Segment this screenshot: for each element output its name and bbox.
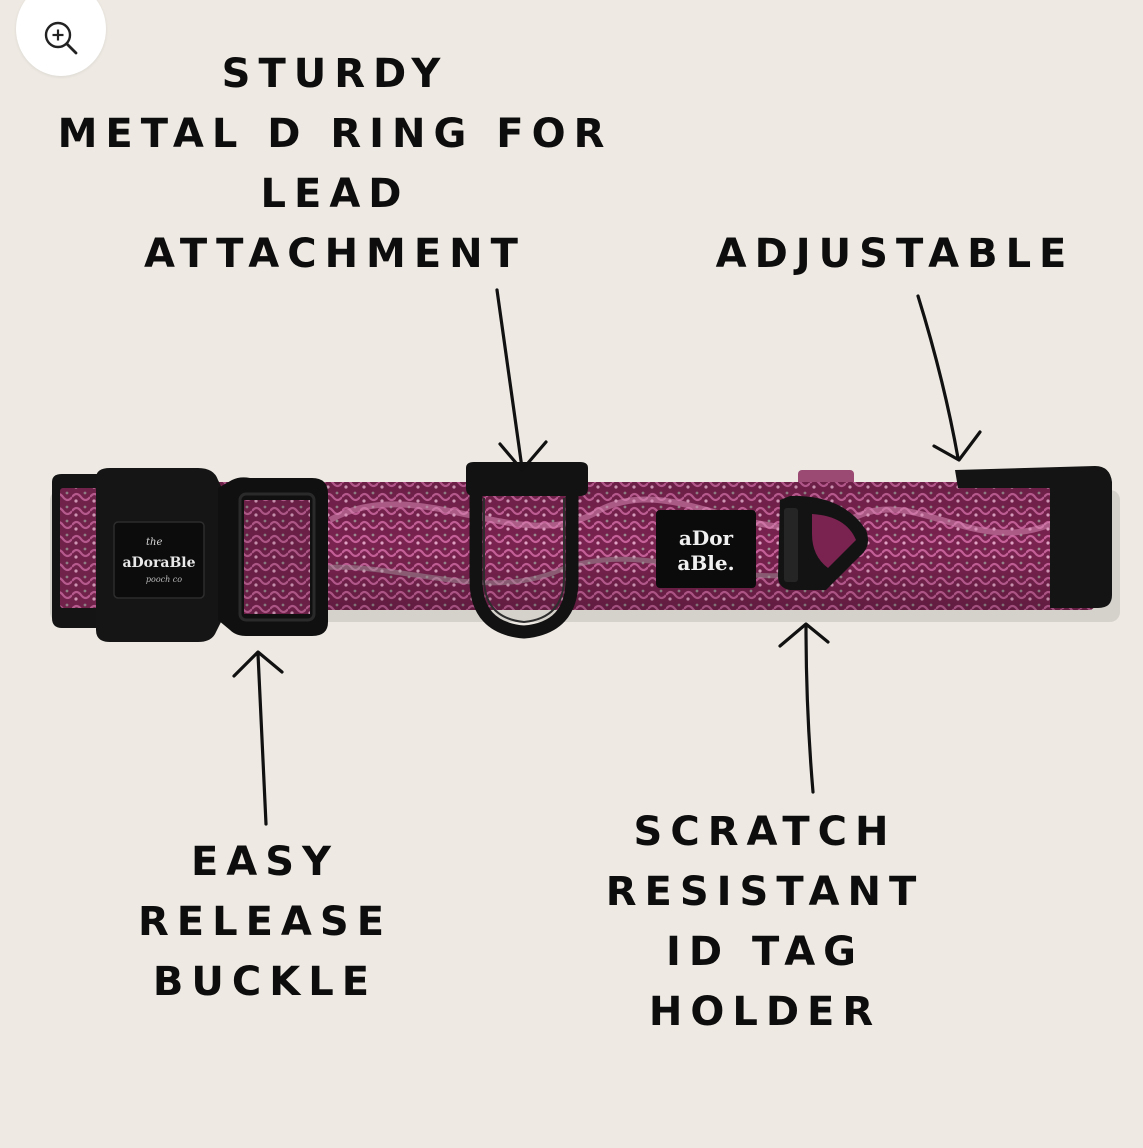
callout-adjustable: ADJUSTABLE [690,224,1100,284]
buckle-logo-line-2: aDoraBle [122,555,195,571]
callout-d-ring-line-1: STURDY [221,51,449,97]
buckle-logo-line-3: pooch co [146,575,182,584]
arrow-to-adjuster [916,294,982,462]
id-tag-holder-bar [784,508,798,582]
callout-tag-holder-line-1: SCRATCH [633,809,897,855]
callout-buckle: EASY RELEASE BUCKLE [110,832,420,1012]
callout-buckle-line-2: RELEASE [137,899,393,945]
brand-patch-line-1: aDor [679,526,734,550]
arrow-to-d-ring [495,288,548,472]
buckle-logo-plate [113,521,205,599]
callout-tag-holder: SCRATCH RESISTANT ID TAG HOLDER [575,802,955,1042]
callout-tag-holder-line-2: RESISTANT [605,869,925,915]
id-tag-holder-opening [812,514,856,568]
d-ring [469,492,579,639]
zoom-in-icon [44,21,78,55]
webbing-pattern-swirl [328,496,1062,536]
brand-patch-line-2: aBle. [677,551,734,575]
arrow-to-buckle [232,650,284,826]
adjuster-slide [955,466,1112,608]
arrow-to-tag-holder [778,622,830,794]
buckle-logo-line-1: the [146,537,162,548]
zoom-button[interactable] [16,0,106,76]
d-ring-mount [466,462,588,496]
brand-patch [656,510,756,588]
d-ring-highlight [483,498,565,624]
callout-d-ring-line-3: LEAD [260,171,410,217]
callout-tag-holder-line-3: ID TAG [666,929,864,975]
buckle-clip-webbing [244,500,310,614]
callout-d-ring-line-2: METAL D RING FOR [57,111,613,157]
callout-buckle-line-1: EASY [190,839,340,885]
callout-adjustable-line-1: ADJUSTABLE [715,231,1075,277]
callout-d-ring: STURDY METAL D RING FOR LEAD ATTACHMENT [20,44,650,284]
callout-buckle-line-3: BUCKLE [152,959,378,1005]
buckle-end-webbing [60,488,100,608]
callout-tag-holder-line-4: HOLDER [648,989,882,1035]
callout-d-ring-line-4: ATTACHMENT [144,231,526,277]
buckle-clip-frame [238,492,316,622]
